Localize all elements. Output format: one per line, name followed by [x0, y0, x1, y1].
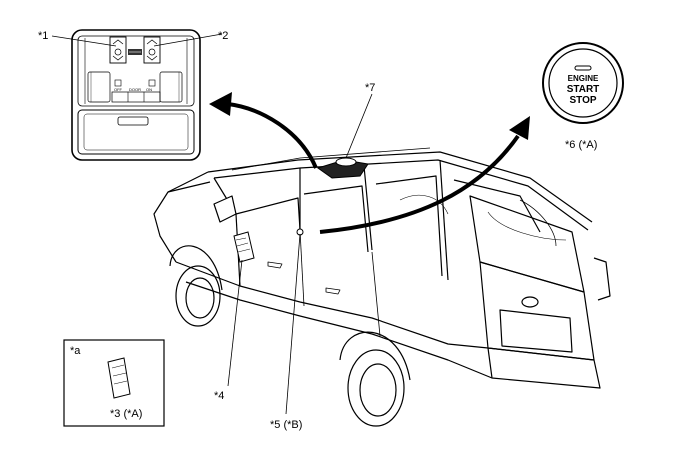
- engine-label: ENGINE: [568, 74, 599, 83]
- leader-line-5: [285, 233, 301, 415]
- roof-overhead-console: [316, 157, 369, 179]
- vehicle-outline: [153, 147, 611, 427]
- callout-7: *7: [365, 82, 375, 94]
- leader-line-1: [51, 35, 117, 47]
- console-switch-off-label: OFF: [114, 87, 123, 92]
- body-ecu-module: [233, 231, 255, 263]
- console-switch-on-label: ON: [146, 87, 152, 92]
- arrow-to-console: [209, 92, 318, 169]
- stop-label: STOP: [569, 95, 596, 106]
- inset-box: [63, 339, 165, 427]
- leader-line-7: [345, 93, 373, 159]
- callout-1: *1: [38, 30, 48, 42]
- leader-line-2: [153, 33, 223, 47]
- callout-3: *3 (*A): [110, 408, 142, 420]
- engine-start-stop-button: [542, 42, 624, 124]
- callout-2: *2: [218, 30, 228, 42]
- callout-5: *5 (*B): [270, 419, 302, 431]
- overhead-console-detail: [71, 29, 201, 161]
- start-label: START: [567, 84, 600, 95]
- callout-4: *4: [214, 390, 224, 402]
- callout-a: *a: [70, 345, 81, 357]
- callout-6: *6 (*A): [565, 139, 597, 151]
- leader-line-4: [227, 259, 243, 387]
- inset-ecu-module: [107, 357, 131, 399]
- console-switch-door-label: DOOR: [129, 87, 141, 92]
